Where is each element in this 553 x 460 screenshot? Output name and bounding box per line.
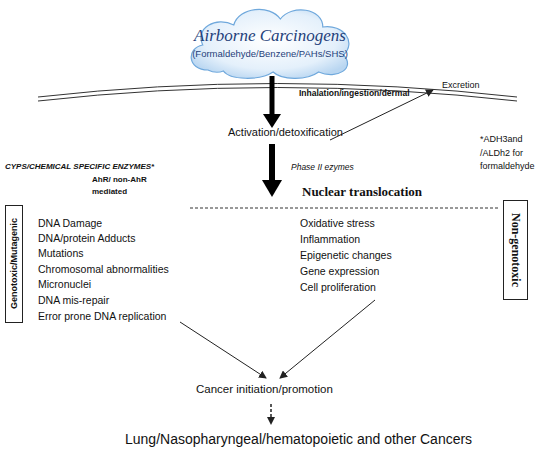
category-title: Genotoxic/Mutagenic <box>9 218 19 309</box>
text-label: Inhalation/ingestion/dermal <box>299 88 410 98</box>
category-box: Non-genotoxic <box>503 200 528 300</box>
converge-arrow <box>280 300 375 378</box>
text-label: DNA/protein Adducts <box>38 232 135 245</box>
nuclear-membrane-line <box>190 208 500 209</box>
cloud-subtitle: (Formaldehyde/Benzene/PAHs/SHS) <box>192 49 348 60</box>
text-label: Inflammation <box>300 233 360 246</box>
thick-arrow-head <box>263 114 281 128</box>
text-label: Cancer initiation/promotion <box>196 383 333 397</box>
category-box: Genotoxic/Mutagenic <box>5 205 23 323</box>
text-label: Micronuclei <box>38 278 91 291</box>
thick-arrow-shaft <box>269 144 275 182</box>
converge-arrow <box>180 322 266 378</box>
text-label: Lung/Nasopharyngeal/hematopoietic and ot… <box>125 431 472 448</box>
cloud-title: Airborne Carcinogens <box>194 26 346 46</box>
text-label: Nuclear translocation <box>302 184 422 200</box>
text-label: Mutations <box>38 247 84 260</box>
text-label: AhR/ non-AhR mediated <box>92 174 154 198</box>
outcome-arrow <box>270 404 272 424</box>
text-label: Gene expression <box>300 265 379 278</box>
text-label: Error prone DNA replication <box>38 310 166 323</box>
text-label: Phase II ezymes <box>291 162 354 172</box>
cloud-node: Airborne Carcinogens (Formaldehyde/Benzen… <box>182 0 358 80</box>
text-label: DNA mis-repair <box>38 294 109 307</box>
category-title: Non-genotoxic <box>509 213 523 287</box>
text-label: CYPS/CHEMICAL SPECIFIC ENZYMES* <box>5 162 154 172</box>
cloud-outline <box>191 9 349 78</box>
text-label: Oxidative stress <box>300 217 375 230</box>
text-label: Excretion <box>442 80 480 91</box>
text-label: Activation/detoxification <box>228 126 343 139</box>
text-label: DNA Damage <box>38 217 102 230</box>
text-label: Cell proliferation <box>300 281 376 294</box>
thick-arrow-head <box>262 180 282 197</box>
text-label: Epigenetic changes <box>300 249 392 262</box>
text-label: *ADH3and /ALDh2 for formaldehyde <box>480 133 546 174</box>
text-label: Chromosomal abnormalities <box>38 263 169 276</box>
thick-arrow-shaft <box>270 76 275 116</box>
